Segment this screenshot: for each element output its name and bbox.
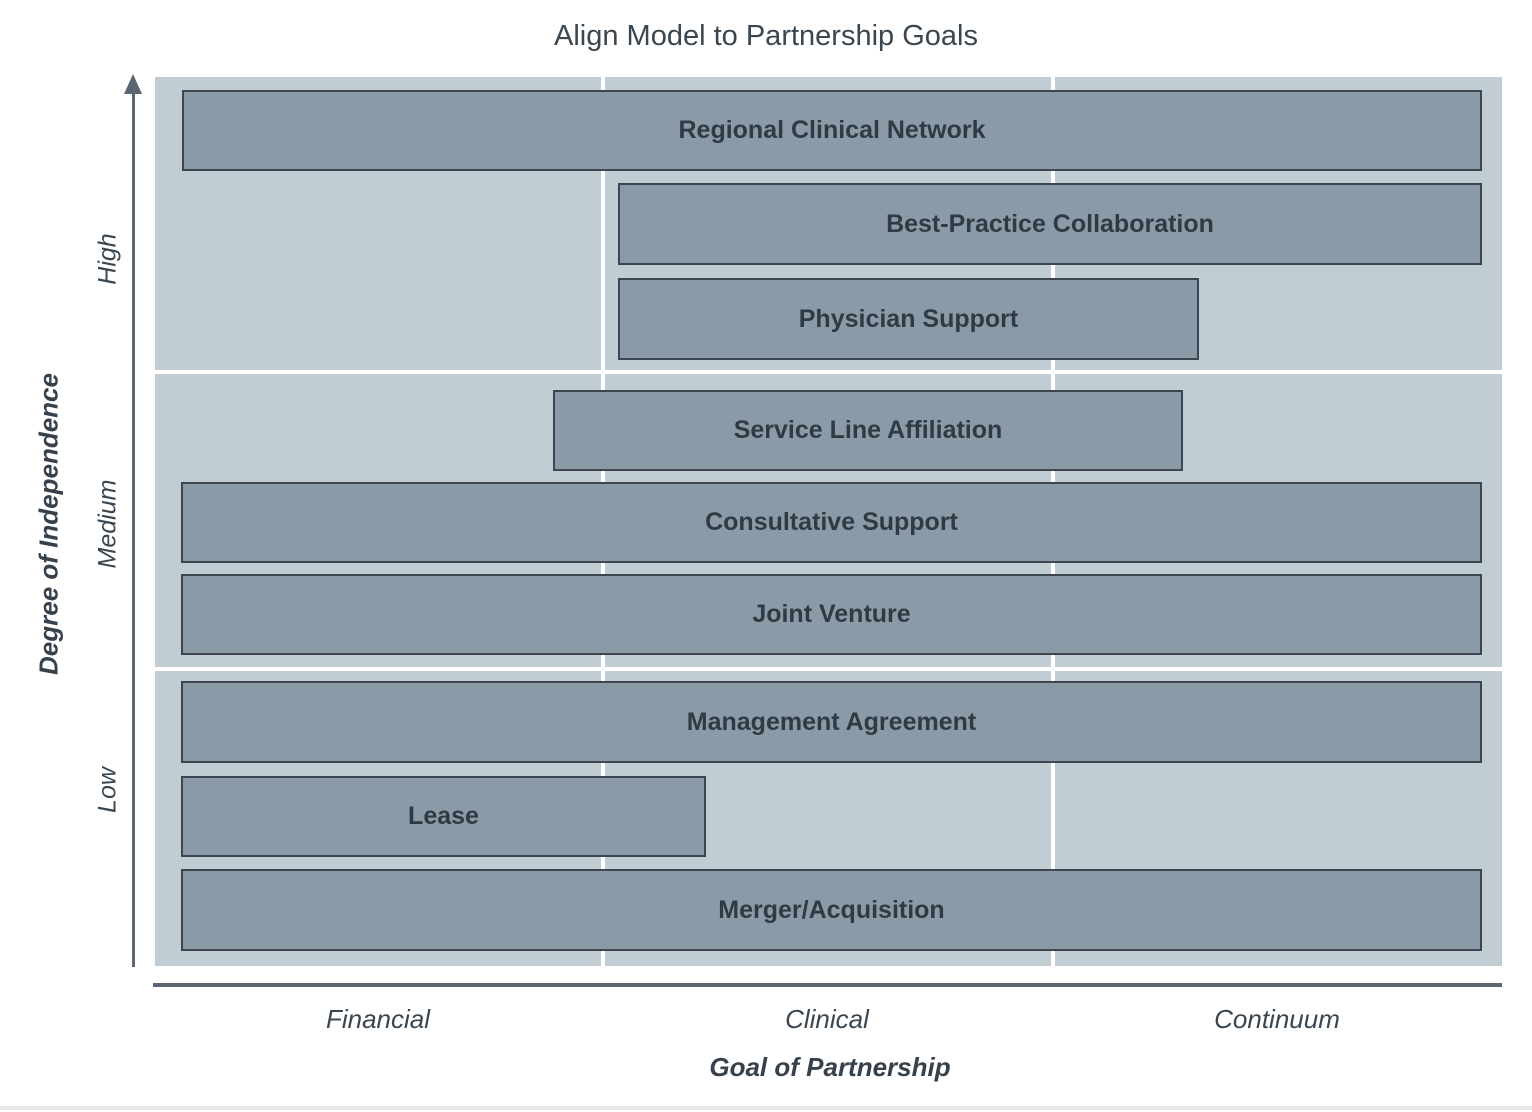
- model-bar-best-practice-collaboration: Best-Practice Collaboration: [618, 183, 1482, 265]
- model-bar-management-agreement: Management Agreement: [181, 681, 1482, 763]
- model-bar-merger-acquisition: Merger/Acquisition: [181, 869, 1482, 951]
- model-bar-label: Joint Venture: [752, 600, 911, 628]
- row-divider: [155, 667, 1502, 671]
- y-level-high: High: [93, 233, 122, 285]
- row-divider: [155, 370, 1502, 374]
- footer-divider: [0, 1106, 1532, 1110]
- model-bar-regional-clinical-network: Regional Clinical Network: [182, 90, 1482, 171]
- diagram-title: Align Model to Partnership Goals: [554, 20, 978, 52]
- model-bar-label: Management Agreement: [686, 707, 977, 736]
- model-bar-label: Best-Practice Collaboration: [886, 209, 1214, 238]
- model-bar-lease: Lease: [181, 776, 706, 857]
- model-bar-label: Consultative Support: [705, 508, 958, 536]
- x-axis-title: Goal of Partnership: [709, 1052, 951, 1082]
- y-level-low: Low: [93, 767, 122, 813]
- y-axis-title: Degree of Independence: [33, 373, 64, 675]
- y-axis-arrow-icon: [124, 74, 142, 94]
- model-bar-label: Lease: [408, 802, 479, 830]
- model-bar-label: Service Line Affiliation: [733, 416, 1003, 444]
- x-axis-line: [153, 983, 1502, 987]
- y-axis-line: [132, 90, 135, 967]
- model-bar-label: Regional Clinical Network: [678, 116, 986, 144]
- x-category-financial: Financial: [325, 1004, 431, 1034]
- model-bar-joint-venture: Joint Venture: [181, 574, 1482, 655]
- y-level-medium: Medium: [93, 479, 122, 569]
- x-category-clinical: Clinical: [785, 1004, 869, 1034]
- model-bar-physician-support: Physician Support: [618, 278, 1199, 360]
- model-bar-label: Merger/Acquisition: [718, 895, 945, 924]
- model-bar-label: Physician Support: [798, 304, 1019, 333]
- x-category-continuum: Continuum: [1214, 1004, 1340, 1034]
- model-bar-consultative-support: Consultative Support: [181, 482, 1482, 563]
- model-bar-service-line-affiliation: Service Line Affiliation: [553, 390, 1183, 471]
